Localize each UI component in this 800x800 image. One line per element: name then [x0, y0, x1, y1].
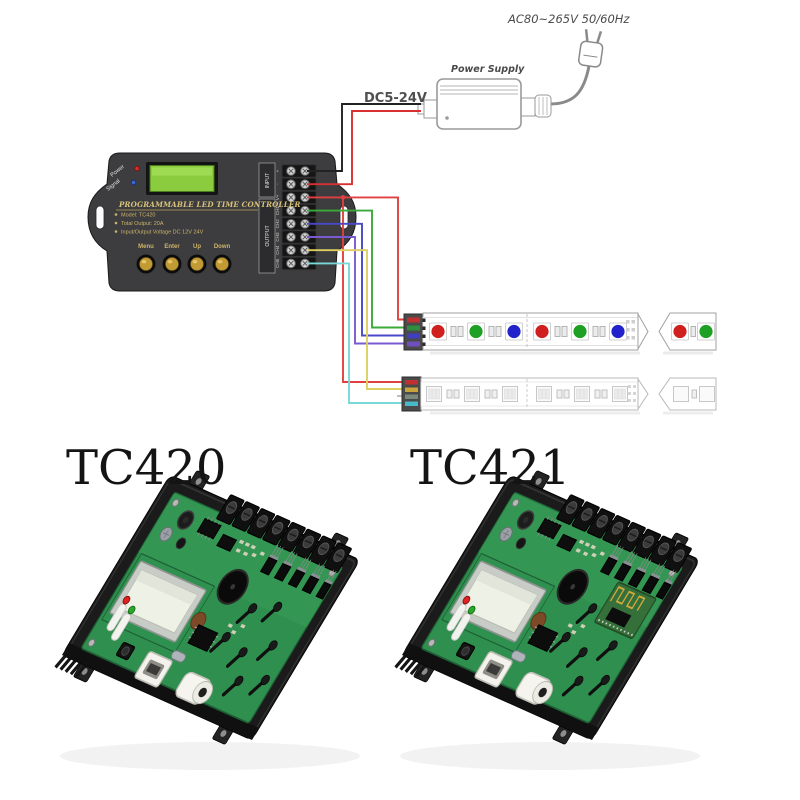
controller-title: PROGRAMMABLE LED TIME CONTROLLER: [118, 200, 301, 209]
led-strip-rgb: [403, 312, 717, 355]
led-red: [673, 324, 687, 339]
antenna-trace: [609, 586, 646, 611]
wire-ch5-cyan: [307, 262, 404, 404]
board-photo-tc421: [394, 462, 708, 753]
controller-buttons: [135, 253, 233, 275]
led-green: [573, 324, 587, 339]
wiring-diagram: [87, 29, 717, 415]
pin-label-minus: -: [275, 183, 280, 185]
strip-end-segment: [658, 377, 717, 411]
psu-body: [436, 78, 522, 130]
pin-label-ch4: CH4: [275, 245, 280, 255]
spec-output: Total Output: 20A: [121, 221, 164, 227]
wire-v-plus-branch: [342, 197, 404, 383]
led-blue: [611, 324, 625, 339]
menu-button: [135, 253, 157, 275]
led-red: [535, 324, 549, 339]
board-photo-tc420: [54, 462, 368, 753]
lcd-screen: [146, 162, 218, 195]
led-strip-mono: [401, 376, 717, 415]
pin-label-vplus: V+: [275, 194, 280, 200]
strip-end-segment: [658, 312, 717, 351]
power-led: [134, 165, 140, 172]
power-supply-label: Power Supply: [451, 64, 525, 75]
wire-junction-dot: [340, 195, 346, 200]
strip-resistors: [450, 326, 606, 337]
psu-input-connector: [520, 97, 536, 117]
controller: [87, 152, 357, 292]
enter-button-label: Enter: [164, 244, 180, 250]
ac-plug-icon: [549, 29, 604, 106]
wire-dc-negative: [307, 103, 421, 172]
product-photos: [54, 462, 708, 770]
product-name-tc420: TC420: [66, 440, 226, 496]
wire-ch2-blue: [307, 222, 406, 337]
pin-label-ch1: CH1: [275, 206, 280, 216]
power-supply-unit: [417, 78, 552, 130]
spec-model: Model: TC420: [121, 213, 155, 219]
menu-button-label: Menu: [138, 244, 154, 250]
signal-led: [130, 179, 137, 186]
pin-label-plus: +: [275, 169, 280, 172]
input-section-label: INPUT: [265, 172, 271, 188]
labels: AC80~265V 50/60Hz Power Supply DC5-24V P…: [66, 12, 630, 496]
strip-resistors: [446, 389, 608, 399]
up-button-label: Up: [193, 244, 201, 250]
output-label-box: [258, 198, 276, 274]
strip-connector: [401, 376, 422, 412]
down-button: [211, 253, 233, 275]
ac-voltage-label: AC80~265V 50/60Hz: [507, 12, 630, 26]
terminal-block: [258, 162, 317, 274]
wire-ch3-purple: [307, 236, 406, 345]
pin-label-ch2: CH2: [275, 219, 280, 229]
input-label-box: [258, 162, 276, 198]
enter-button: [161, 253, 183, 275]
dc-voltage-label: DC5-24V: [364, 91, 427, 106]
wire-dc-positive: [307, 110, 421, 186]
down-button-label: Down: [214, 244, 231, 250]
strip-connector: [403, 313, 424, 351]
led-red: [431, 324, 445, 339]
wires: [307, 103, 421, 404]
wire-ch1-green: [307, 209, 406, 329]
led-green: [469, 324, 483, 339]
mounting-slot-left: [95, 205, 105, 230]
product-name-tc421: TC421: [410, 440, 570, 496]
spec-voltage: Input/Output Voltage DC 12V 24V: [121, 230, 204, 236]
terminal-rows: [281, 164, 317, 271]
wire-ch4-yellow: [307, 249, 404, 390]
led-blue: [507, 324, 521, 339]
wire-v-plus: [307, 196, 406, 321]
pin-label-ch3: CH3: [275, 232, 280, 242]
up-button: [186, 253, 208, 275]
wifi-module: [594, 581, 657, 640]
led-green: [699, 324, 713, 339]
output-section-label: OUTPUT: [265, 225, 271, 247]
pin-label-ch5: CH5: [275, 258, 280, 268]
mounting-slot-right: [339, 205, 349, 230]
